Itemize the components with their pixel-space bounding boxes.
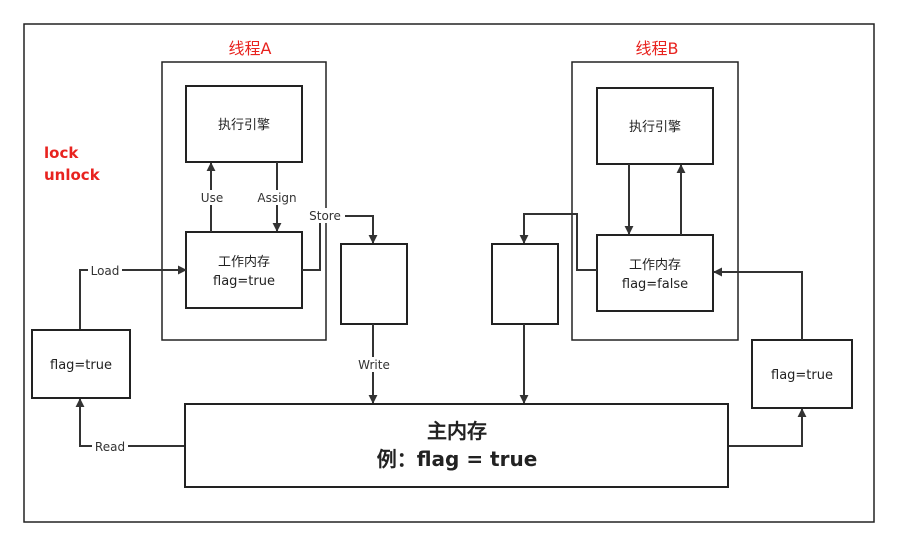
left-buffer-value: flag=true (50, 358, 112, 373)
thread-a-working-memory-box (185, 231, 303, 309)
thread-b-read-arrow (728, 408, 807, 447)
left-buffer-box (31, 329, 131, 399)
load-arrow (79, 265, 187, 330)
read-arrow (75, 398, 185, 447)
thread-b-store-buffer-box (491, 243, 559, 325)
thread-b-memory-title: 工作内存 (629, 257, 681, 273)
write-label: Write (358, 358, 390, 372)
right-buffer-value: flag=true (771, 368, 833, 383)
thread-a-title: 线程A (229, 39, 272, 58)
store-buffer-box (340, 243, 408, 325)
use-label: Use (201, 191, 223, 205)
thread-a-engine-box (185, 85, 303, 163)
thread-a-engine-label: 执行引擎 (218, 118, 270, 133)
thread-b-title: 线程B (636, 39, 679, 58)
thread-b-working-memory-box (596, 234, 714, 312)
thread-b-container (571, 61, 739, 341)
thread-b-engine-label: 执行引擎 (629, 120, 681, 135)
thread-b-memory-value: flag=false (622, 277, 688, 292)
thread-b-load-arrow (713, 267, 803, 340)
thread-b-engine-box (596, 87, 714, 165)
store-label: Store (309, 209, 341, 223)
main-memory-title: 主内存 (427, 419, 487, 443)
thread-a-memory-title: 工作内存 (218, 254, 270, 270)
thread-a-container (161, 61, 327, 341)
thread-b-store-arrow (519, 213, 597, 271)
diagram-frame (23, 23, 875, 523)
assign-label: Assign (257, 191, 296, 205)
main-memory-example: 例：flag = true (377, 447, 538, 471)
thread-a-memory-value: flag=true (213, 274, 275, 289)
main-memory-box (184, 403, 729, 488)
read-label: Read (95, 440, 125, 454)
load-label: Load (91, 264, 120, 278)
unlock-label: unlock (44, 166, 101, 184)
lock-label: lock (44, 144, 79, 162)
